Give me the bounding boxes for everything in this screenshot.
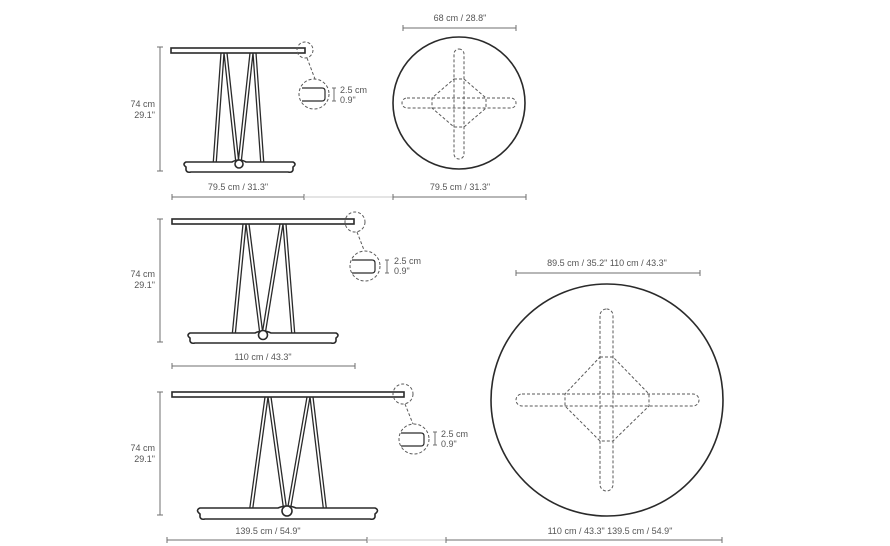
thickness-cm-label: 2.5 cm xyxy=(441,429,468,439)
base-span-label: 68 cm / 28.8" xyxy=(434,13,487,23)
width-label: 139.5 cm / 54.9" xyxy=(235,526,300,536)
leg-left xyxy=(212,52,240,167)
base-hub xyxy=(281,505,293,517)
table-large-side-view: 74 cm 29.1" 2.5 cm 0.9" 139.5 cm / 54.9" xyxy=(130,383,468,543)
thickness-in-label: 0.9" xyxy=(394,266,410,276)
base-hub xyxy=(257,329,269,341)
height-cm-label: 74 cm xyxy=(130,443,155,453)
leg-right xyxy=(286,396,328,515)
height-in-label: 29.1" xyxy=(134,110,155,120)
thickness-cm-label: 2.5 cm xyxy=(394,256,421,266)
tabletop-edge-profile xyxy=(302,87,326,102)
table-top xyxy=(171,218,355,225)
base-arm-horizontal xyxy=(401,97,517,109)
detail-magnified-circle xyxy=(398,423,430,455)
base-hub xyxy=(234,159,244,169)
base-arm-horizontal xyxy=(515,393,700,407)
detail-magnified-circle xyxy=(349,250,381,282)
height-in-label: 29.1" xyxy=(134,454,155,464)
leg-left xyxy=(231,223,264,338)
leg-right xyxy=(261,223,296,338)
table-top xyxy=(170,47,306,54)
height-cm-label: 74 cm xyxy=(130,269,155,279)
leg-right xyxy=(237,52,265,167)
table-medium-side-view: 74 cm 29.1" 2.5 cm 0.9" 110 cm / 43.3" xyxy=(130,211,421,369)
tabletop-edge-profile xyxy=(401,432,425,447)
width-label: 110 cm / 43.3" xyxy=(234,352,291,362)
table-small-side-view: 74 cm 29.1" 2.5 cm 0.9" 79.5 cm / 31.3" xyxy=(130,41,393,200)
diameter-label: 79.5 cm / 31.3" xyxy=(430,182,490,192)
table-top xyxy=(171,391,405,398)
thickness-in-label: 0.9" xyxy=(340,95,356,105)
base-arm-vertical xyxy=(599,308,614,492)
table-large-top-view: 89.5 cm / 35.2" 110 cm / 43.3" 110 cm / … xyxy=(445,258,724,543)
base-center-diamond xyxy=(564,356,650,442)
width-label: 79.5 cm / 31.3" xyxy=(208,182,268,192)
detail-callout-circle xyxy=(296,41,314,59)
detail-callout-circle xyxy=(344,211,366,233)
tabletop-edge-profile xyxy=(352,259,376,274)
base-span-label: 89.5 cm / 35.2" 110 cm / 43.3" xyxy=(547,258,667,268)
leg-left xyxy=(248,396,288,515)
thickness-cm-label: 2.5 cm xyxy=(340,85,367,95)
detail-magnified-circle xyxy=(298,78,330,110)
thickness-in-label: 0.9" xyxy=(441,439,457,449)
height-cm-label: 74 cm xyxy=(130,99,155,109)
detail-callout-circle xyxy=(392,383,414,405)
tabletop-circle xyxy=(392,36,526,170)
base-center-diamond xyxy=(431,78,487,128)
table-small-top-view: 68 cm / 28.8" 79.5 cm / 31.3" xyxy=(392,13,527,200)
tabletop-circle xyxy=(490,283,724,517)
base-arm-vertical xyxy=(453,48,465,160)
diameter-label: 110 cm / 43.3" 139.5 cm / 54.9" xyxy=(548,526,673,536)
height-in-label: 29.1" xyxy=(134,280,155,290)
